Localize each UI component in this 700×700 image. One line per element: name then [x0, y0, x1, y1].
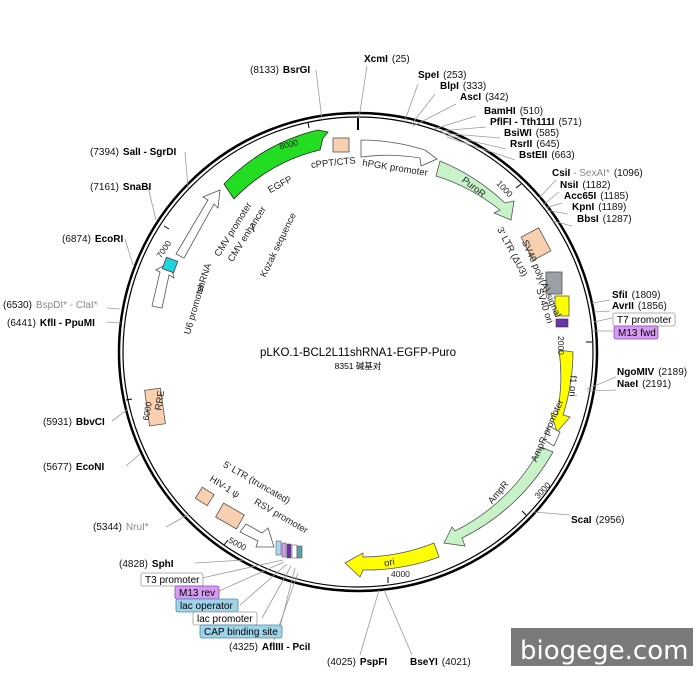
site-csii: CsiI - SexAI*(1096) — [552, 168, 643, 179]
sv40-ori-box — [554, 295, 570, 317]
site-bseyi: BseYI(4021) — [410, 657, 471, 668]
lac-operator-marker — [286, 543, 292, 559]
site-sali: (7394)SalI - SgrDI — [90, 147, 176, 158]
watermark-box — [511, 628, 693, 666]
hpgk-label: hPGK promoter — [362, 158, 429, 179]
site-pflfi: PflFI - Tth111I(571) — [490, 117, 582, 128]
ltr5-box — [215, 502, 245, 530]
svg-text:M13 fwd: M13 fwd — [618, 328, 656, 339]
svg-text:CAP binding site: CAP binding site — [204, 627, 278, 638]
site-bsrgi: (8133)BsrGI — [250, 65, 310, 76]
plasmid-name: pLKO.1-BCL2L11shRNA1-EGFP-Puro — [260, 347, 456, 359]
ori-arrow — [344, 542, 440, 578]
t3-marker — [296, 545, 303, 559]
primer-m13rev: M13 rev — [174, 585, 220, 600]
svg-text:lac promoter: lac promoter — [197, 614, 253, 625]
feature-lac-promoter: lac promoter — [192, 611, 258, 626]
site-bspdi: (6530)BspDI* - ClaI* — [3, 300, 98, 311]
egfp-label: EGFP — [266, 174, 294, 196]
site-ngomiv: NgoMIV(2189) — [617, 367, 687, 378]
hpgk-arrow — [360, 139, 438, 167]
primer-leader-lines — [201, 317, 613, 632]
ori-label: ori — [383, 557, 395, 570]
site-nsii: NsiI(1182) — [560, 180, 611, 191]
site-afliii: (4325)AflIII - PciI — [229, 642, 310, 653]
backbone-outer-ring — [117, 111, 599, 593]
lac-promoter-marker — [291, 544, 298, 559]
sv40-small-marker — [555, 318, 569, 328]
site-bbvci: (5931)BbvCI — [43, 417, 105, 428]
tick-6000: 6000 — [141, 401, 154, 422]
site-bbsi: BbsI(1287) — [577, 214, 632, 225]
hiv-psi-box — [194, 486, 215, 507]
tick-5000: 5000 — [227, 535, 249, 553]
kozak-marker — [251, 223, 255, 233]
f1ori-label: f1 ori — [567, 375, 579, 396]
site-xcmi: XcmI(25) — [364, 54, 410, 65]
feature-cap-binding-site: CAP binding site — [199, 624, 283, 639]
f1-ori-arrow — [550, 349, 574, 433]
shrna-box — [161, 256, 179, 274]
rre-label: RRE — [153, 390, 167, 411]
feature-lac-operator: lac operator — [175, 598, 239, 613]
rre-box — [144, 387, 166, 427]
tick-8000: 8000 — [278, 137, 299, 151]
tick-7000: 7000 — [154, 238, 173, 259]
cmv-arrow — [175, 189, 221, 259]
svg-text:M13 rev: M13 rev — [179, 588, 215, 599]
cap-marker — [275, 540, 282, 556]
plasmid-size: 8351 碱基对 — [335, 361, 382, 371]
site-econi: (5677)EcoNI — [43, 462, 104, 473]
puror-arrow — [435, 160, 515, 221]
m13rev-marker — [281, 542, 287, 558]
backbone-inner-ring — [122, 116, 594, 588]
site-kfli: (6441)KflI - PpuMI — [7, 318, 95, 329]
rsv-arrow — [239, 523, 275, 548]
site-kpni: KpnI(1189) — [572, 202, 626, 213]
egfp-arrow — [223, 129, 329, 200]
site-rsrii: RsrII(645) — [510, 139, 560, 150]
site-scai: ScaI(2956) — [571, 515, 624, 526]
svg-text:T7 promoter: T7 promoter — [617, 315, 672, 326]
site-bamhi: BamHI(510) — [484, 106, 543, 117]
shrna-label: shRNA — [194, 261, 214, 294]
site-asci: AscI(342) — [460, 92, 508, 103]
site-blpi: BlpI(333) — [440, 81, 486, 92]
svg-text:T3 promoter: T3 promoter — [145, 575, 200, 586]
cppt-label: cPPT/CTS — [310, 155, 356, 171]
primer-m13fwd: M13 fwd — [613, 325, 659, 340]
tick-3000: 3000 — [532, 480, 552, 501]
cppt-box — [332, 137, 350, 153]
kozak-label: Kozak sequence — [258, 211, 299, 279]
site-snabi: (7161)SnaBI — [90, 182, 151, 193]
watermark-text: biogege.com — [520, 636, 688, 666]
site-spei: SpeI(253) — [418, 70, 466, 81]
ampr-promoter-arrow — [543, 425, 561, 447]
primer-t3: T3 promoter — [140, 572, 204, 587]
site-ecori: (6874)EcoRI — [62, 234, 123, 245]
primer-t7: T7 promoter — [612, 312, 676, 327]
site-pspfi: (4025)PspFI — [327, 657, 387, 668]
site-bsiwi: BsiWI(585) — [504, 128, 559, 139]
site-acc65i: Acc65I(1185) — [564, 191, 628, 202]
site-naei: NaeI(2191) — [617, 379, 671, 390]
site-sfii: SfiI(1809) — [612, 290, 660, 301]
site-avrii: AvrII(1856) — [612, 301, 667, 312]
ltr3-box — [520, 227, 552, 261]
site-bsteii: BstEII(663) — [519, 150, 575, 161]
svg-text:lac operator: lac operator — [180, 601, 233, 612]
site-nrui: (5344)NruI* — [93, 522, 149, 533]
tick-2000: 2000 — [556, 336, 566, 355]
ampr-arrow — [443, 446, 554, 547]
site-sphi: (4828)SphI — [119, 559, 174, 570]
tick-4000: 4000 — [391, 569, 410, 579]
leader-lines — [106, 65, 617, 656]
sv40-polya-box — [545, 271, 563, 295]
